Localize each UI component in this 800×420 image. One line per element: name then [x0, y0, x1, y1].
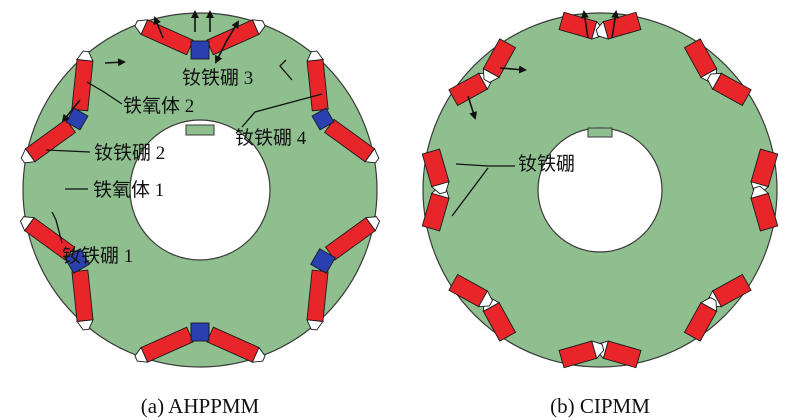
panel-a-ahppmm: 铁氧体 2 钕铁硼 3 钕铁硼 4 钕铁硼 2 铁氧体 1 钕铁硼 1 (a) … [19, 10, 381, 418]
magnet-poles-a [19, 19, 381, 363]
magnetization-arrow [580, 10, 589, 39]
leader-ndfeb-3 [279, 59, 293, 81]
flux-barrier-tip [306, 50, 324, 62]
leader-ndfeb-4 [241, 93, 323, 128]
magnetization-arrow [611, 10, 620, 39]
leader-ndfeb-upper [455, 163, 515, 167]
magnetization-arrows-b [467, 10, 620, 120]
leader-ndfeb-lower [451, 167, 489, 217]
flux-barrier-tip [134, 19, 149, 36]
flux-barrier-tip [20, 147, 36, 164]
flux-barrier-tip [477, 289, 493, 308]
magnetization-arrow [215, 41, 227, 64]
caption-b: (b) CIPMM [550, 394, 650, 418]
flux-barrier-tip [430, 181, 450, 195]
magnetization-arrow [467, 95, 477, 120]
caption-a: (a) AHPPMM [141, 394, 260, 418]
magnetization-arrows-a [61, 10, 240, 123]
ferrite-block [190, 322, 210, 342]
label-ndfeb-2: 钕铁硼 2 [94, 142, 165, 164]
magnetization-arrow [153, 16, 164, 39]
magnetization-arrow [104, 58, 126, 67]
magnet-poles-b [421, 11, 779, 369]
flux-barrier-tip [76, 319, 94, 331]
flux-barrier-tip [76, 50, 94, 62]
magnetization-arrow [499, 65, 527, 74]
leader-ferrite-2 [86, 81, 123, 105]
flux-barrier-tip [699, 297, 718, 313]
flux-barrier-tip [482, 67, 501, 83]
flux-barrier-tip [365, 216, 381, 232]
keyway-a [185, 124, 215, 136]
leader-ndfeb-2 [45, 149, 91, 153]
flux-barrier-tip [707, 72, 723, 91]
shaft-hole-a [129, 119, 271, 261]
flux-barrier-tip [251, 346, 266, 363]
label-ferrite-2: 铁氧体 2 [123, 95, 194, 117]
panel-b-cipmm: 钕铁硼 (b) CIPMM [421, 10, 779, 418]
label-ndfeb-b: 钕铁硼 [518, 153, 575, 175]
shaft-hole-b [537, 127, 663, 253]
label-ndfeb-3: 钕铁硼 3 [182, 67, 253, 89]
flux-barrier-tip [595, 20, 609, 40]
keyway-b [587, 127, 613, 138]
label-ndfeb-1: 钕铁硼 1 [62, 245, 133, 267]
ferrite-block [311, 107, 335, 131]
ferrite-block [310, 248, 336, 274]
ferrite-block [65, 107, 89, 131]
ferrite-block [190, 40, 210, 60]
leader-ndfeb-1 [51, 211, 63, 244]
magnetization-arrow [225, 20, 240, 43]
flux-barrier-tip [306, 319, 324, 331]
magnetization-arrow [61, 99, 81, 123]
label-ndfeb-4: 钕铁硼 4 [235, 127, 307, 149]
label-ferrite-1: 铁氧体 1 [93, 179, 164, 201]
flux-barrier-tip [251, 19, 266, 36]
flux-barrier-tip [364, 147, 380, 164]
flux-barrier-tip [750, 185, 770, 199]
flux-barrier-tip [19, 216, 35, 232]
ferrite-block [64, 248, 90, 274]
flux-barrier-tip [591, 340, 605, 360]
flux-barrier-tip [134, 346, 149, 363]
